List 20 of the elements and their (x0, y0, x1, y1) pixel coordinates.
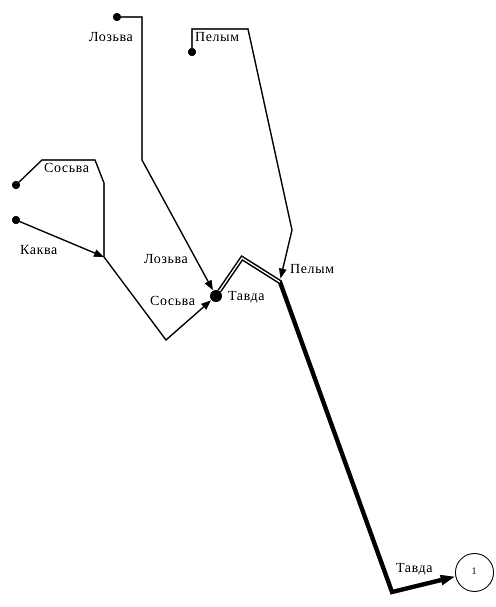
river-arrow (191, 28, 293, 279)
river-label: Лозьва (144, 252, 188, 268)
source-dot-icon (188, 48, 196, 56)
river-arrow (19, 220, 104, 257)
river-label: Лозьва (89, 30, 134, 46)
source-dot-icon (12, 181, 20, 189)
river-arrow (18, 159, 212, 342)
node-number: 1 (472, 566, 476, 578)
river-label: Каква (20, 243, 58, 259)
river-label: Тавда (228, 289, 266, 305)
river-label: Пелым (290, 262, 335, 278)
river-label: Тавда (396, 561, 434, 577)
river-label: Сосьва (150, 294, 196, 310)
river-label: Пелым (195, 30, 240, 46)
source-dot-icon (12, 216, 20, 224)
river-arrow (121, 16, 213, 290)
river-label: Сосьва (44, 161, 90, 177)
outlet-circle (454, 552, 494, 592)
source-dot-icon (113, 13, 121, 21)
junction-dot-icon (210, 290, 222, 302)
